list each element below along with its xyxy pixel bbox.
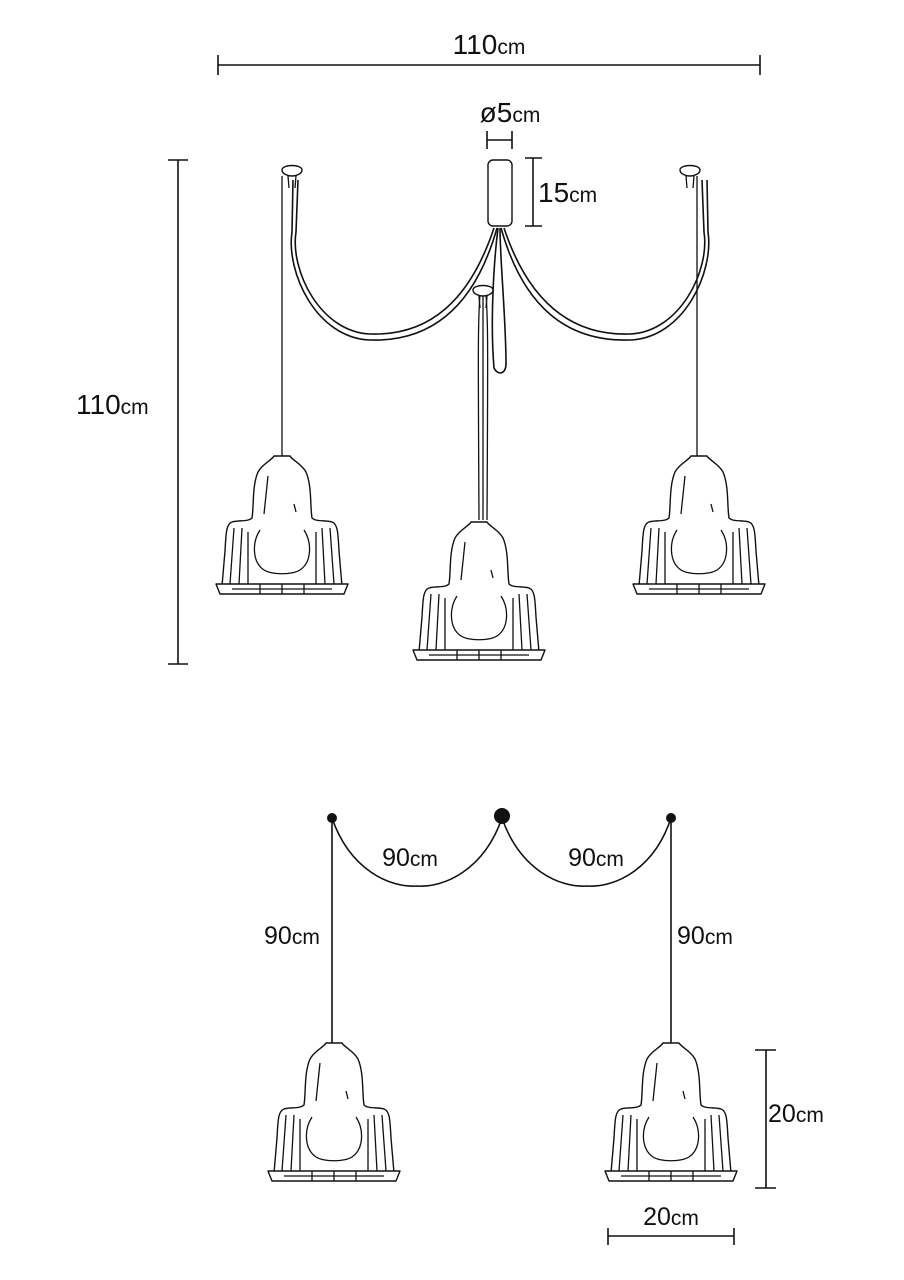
canopy-height-label: 15cm: [538, 177, 597, 208]
left-drop-label: 90cm: [264, 922, 320, 950]
right-caged-shade: [632, 455, 766, 595]
canopy-height-dimension: 15cm: [525, 157, 597, 227]
left-swag-label: 90cm: [382, 844, 438, 872]
shade-height-dimension: 20cm: [755, 1049, 824, 1189]
width-dimension: 110cm: [217, 29, 761, 75]
bottom-view: 90cm 90cm 90cm 90cm 20cm 20cm: [264, 808, 824, 1245]
right-drop-label: 90cm: [677, 922, 733, 950]
top-view: 110cm ø5cm 15cm 110cm: [76, 29, 766, 665]
canopy-diameter-label: ø5cm: [480, 97, 541, 128]
shade-height-label: 20cm: [768, 1100, 824, 1128]
left-bottom-shade: [267, 1042, 401, 1182]
height-label: 110cm: [76, 389, 149, 420]
right-bottom-shade: [604, 1042, 738, 1182]
left-swag-cord: [331, 817, 503, 887]
canopy-diameter-dimension: ø5cm: [480, 97, 541, 149]
top-cords: [281, 176, 710, 521]
middle-caged-shade: [412, 521, 546, 661]
ceiling-canopy: [487, 159, 513, 227]
left-ceiling-clip: [281, 164, 303, 189]
left-caged-shade: [215, 455, 349, 595]
right-swag-cord: [501, 817, 672, 887]
center-canopy-point: [494, 808, 510, 824]
height-dimension: 110cm: [76, 159, 188, 665]
width-label: 110cm: [453, 29, 526, 60]
shade-width-label: 20cm: [643, 1203, 699, 1231]
right-swag-label: 90cm: [568, 844, 624, 872]
shade-width-dimension: 20cm: [607, 1203, 735, 1245]
